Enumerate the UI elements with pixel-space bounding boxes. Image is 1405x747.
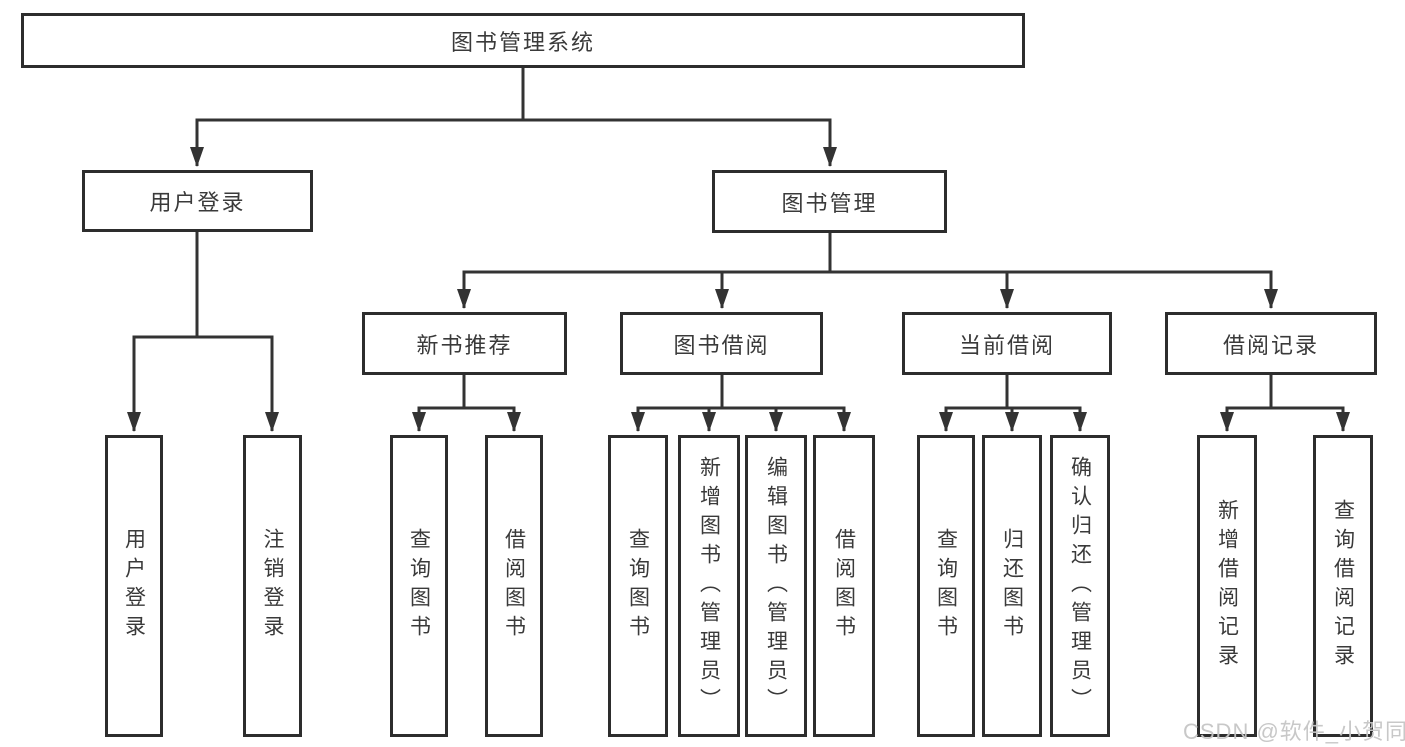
leaf-bb-add-books-admin: 新增图书（管理员） (678, 435, 740, 737)
node-user-login: 用户登录 (82, 170, 313, 232)
node-borrow-records: 借阅记录 (1165, 312, 1377, 375)
leaf-bb-borrow-books: 借阅图书 (813, 435, 875, 737)
leaf-nbr-borrow-books: 借阅图书 (485, 435, 543, 737)
leaf-cb-query-books: 查询图书 (917, 435, 975, 737)
node-root: 图书管理系统 (21, 13, 1025, 68)
node-new-book-recommend: 新书推荐 (362, 312, 567, 375)
leaf-user-login: 用户登录 (105, 435, 163, 737)
leaf-nbr-query-books: 查询图书 (390, 435, 448, 737)
leaf-cb-return-books: 归还图书 (982, 435, 1042, 737)
node-book-borrowing: 图书借阅 (620, 312, 823, 375)
csdn-watermark: CSDN @软件_小贺同学 (1183, 719, 1405, 744)
leaf-br-add-record: 新增借阅记录 (1197, 435, 1257, 737)
node-book-management: 图书管理 (712, 170, 947, 233)
leaf-bb-query-books: 查询图书 (608, 435, 668, 737)
leaf-br-query-record: 查询借阅记录 (1313, 435, 1373, 737)
leaf-logout: 注销登录 (243, 435, 302, 737)
leaf-bb-edit-books-admin: 编辑图书（管理员） (745, 435, 807, 737)
node-current-borrowing: 当前借阅 (902, 312, 1112, 375)
leaf-cb-confirm-return-admin: 确认归还（管理员） (1050, 435, 1110, 737)
